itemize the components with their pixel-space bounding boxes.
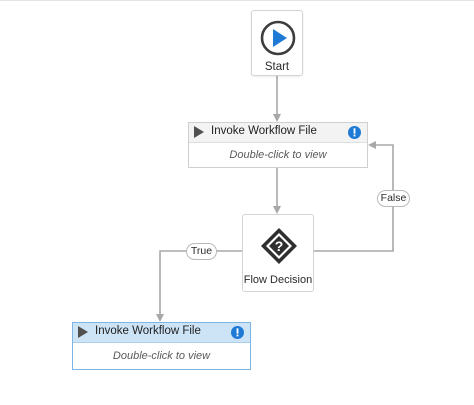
svg-text:?: ? xyxy=(275,238,284,254)
warning-icon[interactable] xyxy=(348,126,361,139)
activity-body-hint: Double-click to view xyxy=(229,149,327,161)
activity-header: Invoke Workflow File xyxy=(73,323,250,343)
play-icon xyxy=(194,126,204,138)
activity-body-hint: Double-click to view xyxy=(112,350,211,362)
play-circle-icon xyxy=(260,20,296,56)
connector-true-branch[interactable] xyxy=(156,250,242,322)
play-icon xyxy=(78,326,88,338)
decision-label: Flow Decision xyxy=(243,274,313,286)
warning-icon[interactable] xyxy=(231,326,244,339)
start-node[interactable]: Start xyxy=(251,10,303,76)
invoke-workflow-activity-selected[interactable]: Invoke Workflow File Double-click to vie… xyxy=(72,322,251,370)
question-diamond-icon: ? xyxy=(261,228,297,264)
activity-title: Invoke Workflow File xyxy=(95,325,201,337)
activity-title: Invoke Workflow File xyxy=(211,125,317,137)
activity-header: Invoke Workflow File xyxy=(189,123,367,143)
start-label: Start xyxy=(264,61,290,73)
true-branch-label[interactable]: True xyxy=(186,243,217,260)
false-branch-label[interactable]: False xyxy=(377,190,410,207)
flow-decision-node[interactable]: ? Flow Decision xyxy=(242,214,314,292)
invoke-workflow-activity[interactable]: Invoke Workflow File Double-click to vie… xyxy=(188,122,368,168)
canvas-top-border xyxy=(0,0,474,1)
